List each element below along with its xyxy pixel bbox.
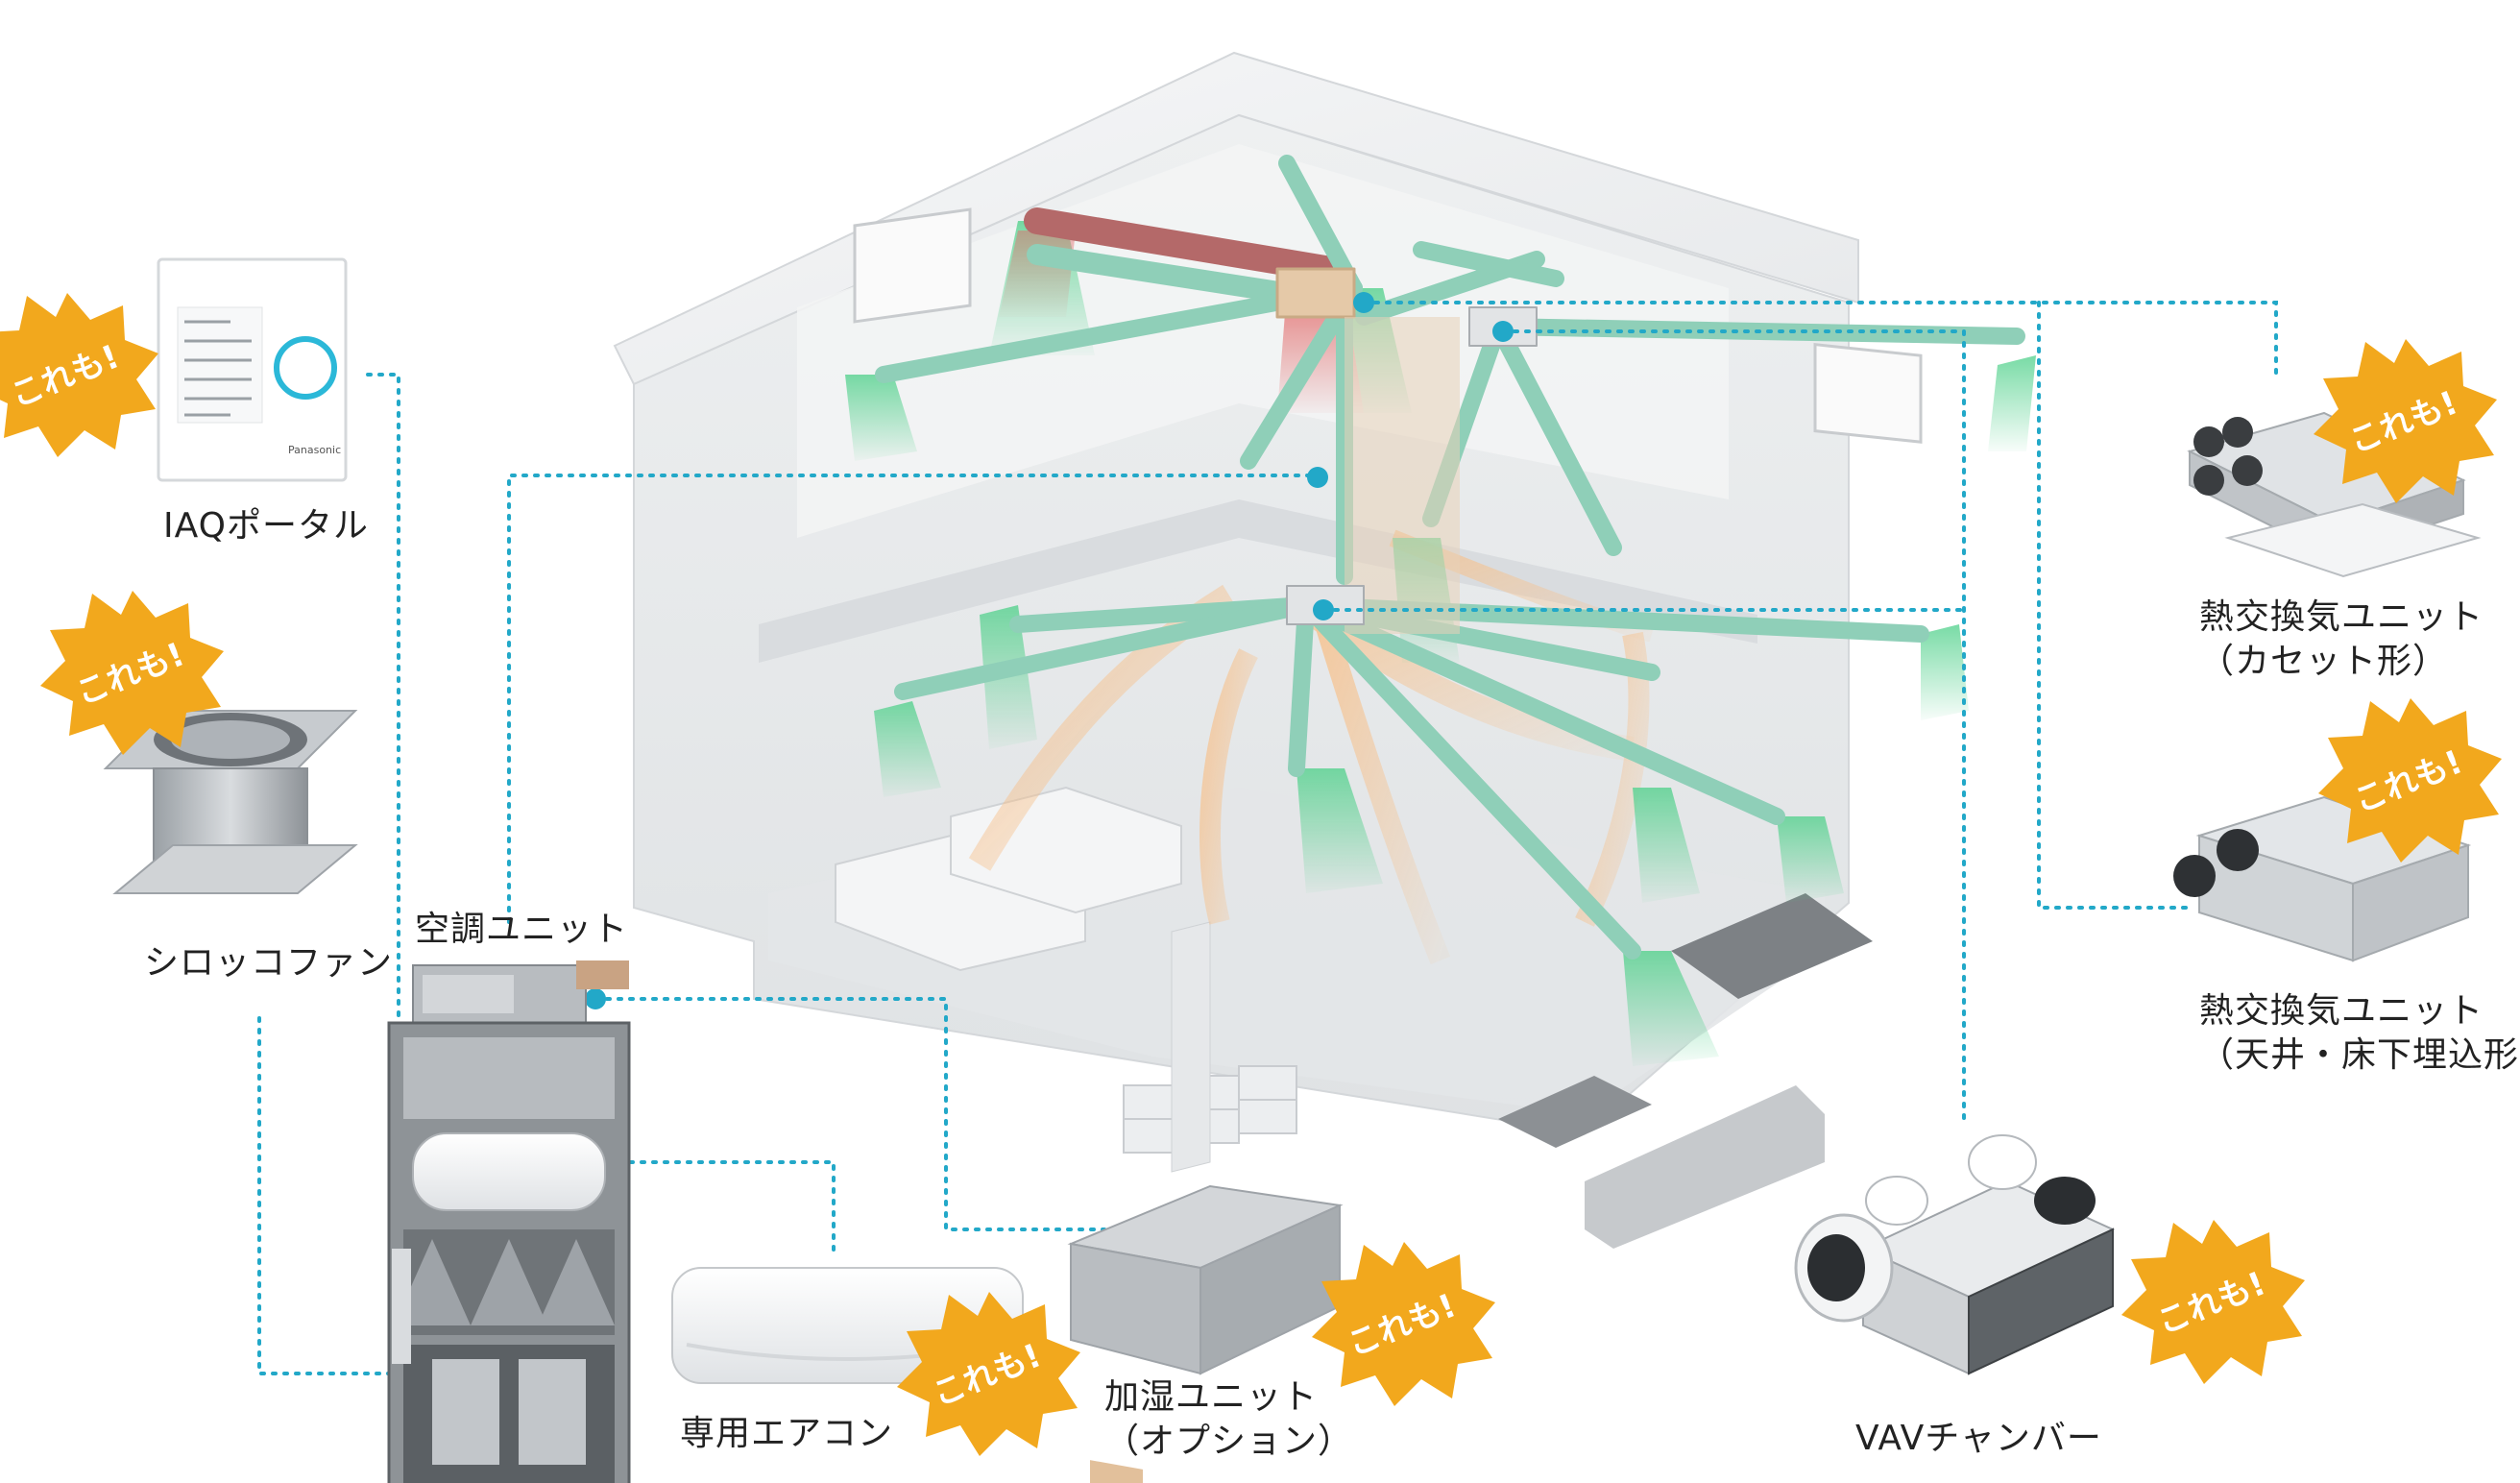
connector-sirocco xyxy=(257,1016,468,1375)
connector-vav xyxy=(1501,329,1966,1121)
house-illustration xyxy=(613,51,1923,1249)
connector-ceiling xyxy=(2037,301,2192,910)
floor-slab xyxy=(759,499,1757,663)
badge-starburst xyxy=(2314,339,2497,503)
coffee-table xyxy=(1498,1076,1652,1148)
label-sirocco-fan: シロッコファン xyxy=(144,943,394,983)
sofa xyxy=(1585,1085,1825,1249)
window-right xyxy=(1813,342,1923,444)
label-heat-exchanger-cassette: 熱交換気ユニット （カセット形） xyxy=(2199,596,2484,684)
iaq-dial-ring xyxy=(274,336,337,400)
badge-iaq: これも! xyxy=(0,293,158,457)
label-vav-chamber: VAVチャンバー xyxy=(1855,1419,2102,1458)
connector-ac-unit xyxy=(507,474,1318,924)
badge-ceiling: これも! xyxy=(2318,698,2502,863)
iaq-portal-device[interactable]: Panasonic xyxy=(157,257,348,482)
label-ceiling-line1: 熱交換気ユニット xyxy=(2199,991,2484,1031)
badge-dedicated-ac: これも! xyxy=(897,1292,1080,1456)
label-heat-exchanger-ceiling: 熱交換気ユニット （天井・床下埋込形） xyxy=(2199,989,2520,1078)
badge-vav: これも! xyxy=(2121,1220,2305,1384)
connector-iaq xyxy=(366,373,400,1246)
label-humidifier-line2: （オプション） xyxy=(1104,1422,1354,1461)
connector-humidifier xyxy=(594,997,1106,1231)
window-left xyxy=(853,207,972,324)
sirocco-fan-product[interactable] xyxy=(103,710,358,894)
label-ceiling-line2: （天井・床下埋込形） xyxy=(2199,1035,2520,1075)
label-iaq-portal: IAQポータル xyxy=(163,506,369,546)
badge-starburst xyxy=(2318,698,2502,863)
ducts xyxy=(875,155,2025,960)
label-ac-unit: 空調ユニット xyxy=(415,910,629,949)
badge-starburst xyxy=(2121,1220,2305,1384)
connector-cassette xyxy=(1362,301,2278,377)
label-cassette-line2: （カセット形） xyxy=(2199,642,2449,681)
badge-sirocco: これも! xyxy=(40,591,224,755)
label-cassette-line1: 熱交換気ユニット xyxy=(2199,597,2484,637)
dining-table xyxy=(1671,893,1873,999)
badge-starburst xyxy=(40,591,224,755)
ac-unit-product[interactable] xyxy=(387,960,631,1483)
badge-starburst xyxy=(1312,1242,1495,1406)
badge-starburst xyxy=(897,1292,1080,1456)
label-humidifier: 加湿ユニット （オプション） xyxy=(1104,1375,1353,1464)
connector-lines xyxy=(257,301,2278,1375)
partition-wall xyxy=(1171,921,1211,1173)
humidifier-product[interactable] xyxy=(1067,1184,1344,1483)
badge-humidifier: これも! xyxy=(1312,1242,1495,1406)
badge-starburst xyxy=(0,293,158,457)
label-dedicated-ac: 専用エアコン xyxy=(680,1414,894,1453)
connector-dedicated-ac xyxy=(594,1160,836,1255)
iaq-brand-text: Panasonic xyxy=(288,444,341,456)
label-humidifier-line1: 加湿ユニット xyxy=(1104,1377,1319,1417)
vav-chamber-product[interactable] xyxy=(1794,1134,2116,1375)
badge-cassette: これも! xyxy=(2314,339,2497,503)
